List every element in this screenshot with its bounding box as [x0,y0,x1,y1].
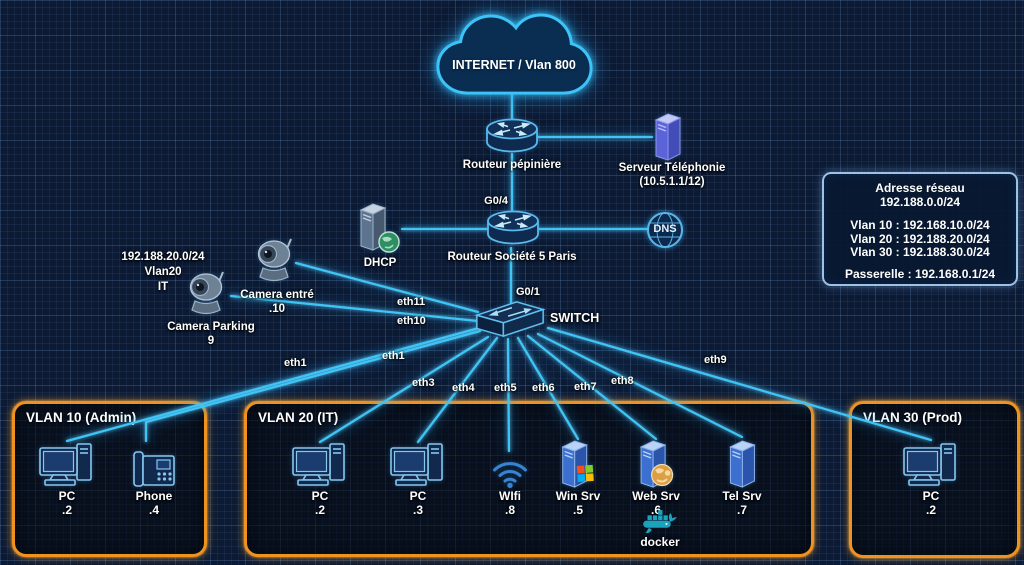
router-icon [487,210,539,245]
link-eth11-camera-entree [294,261,480,314]
device-label: Tel Srv [722,489,762,503]
device-web-srv-vlan20: Web Srv .6 [632,437,680,517]
router-societe [486,210,540,248]
device-address: .5 [572,503,584,517]
port-label-eth7: eth7 [574,381,597,393]
dns-label: DNS [653,223,677,235]
camera-entree-address: .10 [269,303,285,315]
port-label-eth10: eth10 [397,315,426,327]
docker-icon [642,510,677,534]
port-label-eth5: eth5 [494,382,517,394]
device-label: PC [409,489,427,503]
device-pc-vlan30: PC .2 [903,437,959,517]
cloud-label: INTERNET / Vlan 800 [452,58,576,72]
camera-entree [252,237,298,283]
device-address: .2 [61,503,72,517]
port-label-eth4: eth4 [452,382,475,394]
device-label: Web Srv [632,489,680,503]
dhcp-server-icon [359,203,400,253]
device-phone-vlan10: Phone .4 [132,437,176,517]
device-wifi-vlan20: WIfi .8 [491,437,529,517]
camera-parking [184,270,230,316]
docker-node: docker [640,509,680,549]
info-title: Adresse réseau [875,181,965,195]
port-label-eth1-b: eth1 [382,350,405,362]
web-server-icon [639,440,674,488]
dhcp-label: DHCP [363,257,397,269]
port-label-eth8: eth8 [611,375,634,387]
info-vlan10: Vlan 10 : 192.168.10.0/24 [850,218,990,232]
device-label: PC [58,489,76,503]
wifi-icon [493,462,527,489]
device-address: .2 [925,503,936,517]
network-address-panel: Adresse réseau 192.188.0.0/24 Vlan 10 : … [822,172,1018,286]
device-address: .4 [148,503,159,517]
camera-icon [257,238,292,282]
router-icon [486,118,538,153]
cloud-icon [436,13,593,95]
router-societe-label: Routeur Société 5 Paris [447,251,577,263]
router-pepiniere [485,118,539,156]
device-label: PC [311,489,329,503]
device-label: Phone [135,489,173,503]
camera-subnet-note-line1: 192.188.20.0/24 [121,251,205,263]
port-label-eth6: eth6 [532,382,555,394]
camera-parking-address: 9 [207,335,215,347]
pc-icon [39,443,92,486]
docker-label: docker [640,535,680,549]
server-dhcp [358,202,402,254]
device-pc2-vlan20: PC .2 [292,437,348,517]
device-pc3-vlan20: PC .3 [390,437,446,517]
info-vlan20: Vlan 20 : 192.188.20.0/24 [850,231,990,246]
info-gateway: Passerelle : 192.168.0.1/24 [844,266,996,281]
device-address: .3 [412,503,423,517]
camera-subnet-note-line2: Vlan20 [144,266,182,278]
switch-node [474,299,546,339]
camera-parking-label: Camera Parking [167,321,255,333]
port-label-g01: G0/1 [516,286,540,298]
internet-cloud: INTERNET / Vlan 800 [430,6,598,106]
windows-logo-icon [576,464,595,482]
windows-server-icon [561,440,595,488]
dns-globe-icon [647,212,683,248]
vlan10-title: VLAN 10 (Admin) [26,410,137,425]
camera-entree-label: Camera entré [240,289,314,301]
camera-subnet-note-line3: IT [157,281,169,293]
device-address: .7 [736,503,748,517]
device-label: Win Srv [555,489,601,503]
device-address: .2 [314,503,325,517]
pc-icon [292,443,345,486]
server-telephonie-label: Serveur Téléphonie [618,162,726,174]
port-label-eth9: eth9 [704,354,727,366]
device-win-srv-vlan20: Win Srv .5 [555,437,601,517]
port-label-eth11: eth11 [397,296,426,308]
dns-node: DNS [646,211,684,249]
port-label-g04: G0/4 [484,195,508,207]
port-label-eth3: eth3 [412,377,435,389]
vlan30-title: VLAN 30 (Prod) [863,410,963,425]
phone-icon [133,451,175,487]
globe-icon [378,231,400,253]
device-address: .6 [650,503,662,517]
info-vlan30: Vlan 30 : 192.188.30.0/24 [850,245,990,259]
pc-icon [390,443,443,486]
info-network: 192.188.0.0/24 [879,194,961,209]
device-pc-vlan10: PC .2 [39,437,95,517]
server-telephonie-address: (10.5.1.1/12) [639,176,705,188]
server-icon [728,440,756,488]
router-pepiniere-label: Routeur pépinière [462,159,562,171]
device-tel-srv-vlan20: Tel Srv .7 [722,437,762,517]
switch-icon [474,301,546,338]
server-telephonie [652,112,684,162]
pc-icon [903,443,956,486]
switch-label: SWITCH [550,311,600,325]
port-label-eth1-a: eth1 [284,357,307,369]
camera-icon [189,271,224,315]
device-address: .8 [504,503,515,517]
device-label: PC [922,489,940,503]
vlan20-title: VLAN 20 (IT) [258,410,339,425]
globe-icon [650,463,674,487]
server-icon [654,113,682,161]
device-label: WIfi [499,489,521,503]
